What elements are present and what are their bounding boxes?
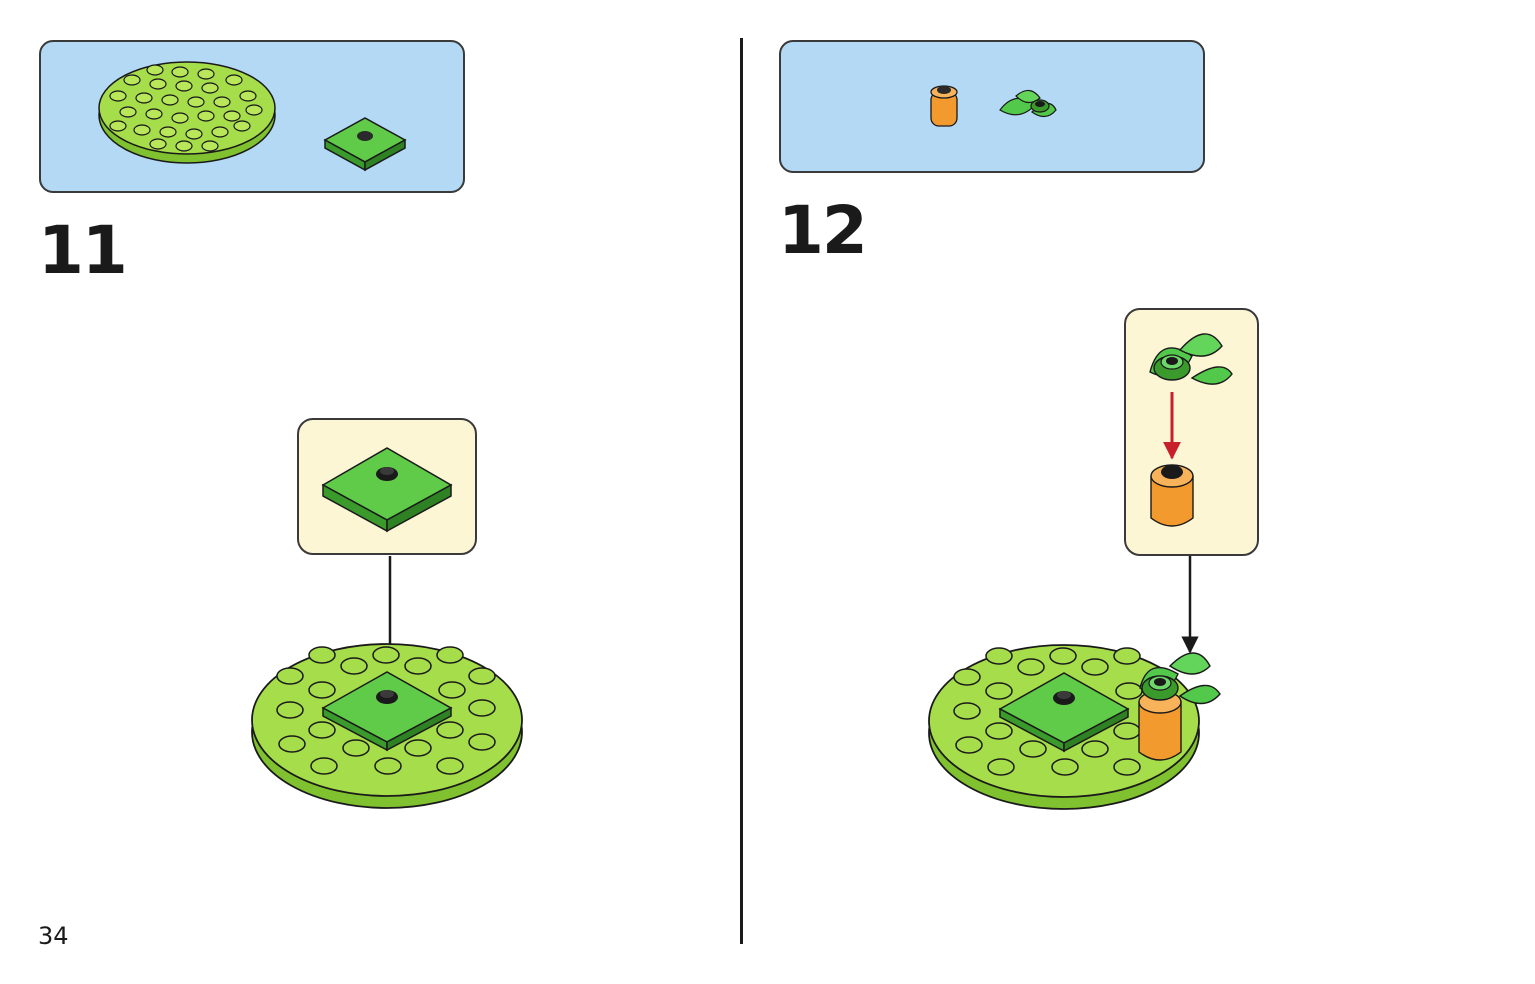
callout-tile-2x2-icon: [321, 447, 453, 533]
part-round-brick-orange-icon: [930, 85, 958, 127]
step-number-12: 12: [778, 192, 868, 269]
model-step-12: [928, 644, 1221, 810]
page-number: 34: [38, 922, 69, 950]
part-leaf-element-icon: [999, 89, 1057, 118]
page-divider: [740, 38, 743, 944]
model-step-11: [251, 643, 523, 809]
callout-round-brick-orange-icon: [1150, 464, 1194, 527]
parts-list-box-step-12: [779, 40, 1205, 173]
callout-leaf-element-icon: [1149, 333, 1233, 385]
part-tile-2x2-icon: [323, 117, 407, 172]
step-number-11: 11: [38, 212, 128, 289]
part-round-plate-icon: [98, 61, 276, 164]
